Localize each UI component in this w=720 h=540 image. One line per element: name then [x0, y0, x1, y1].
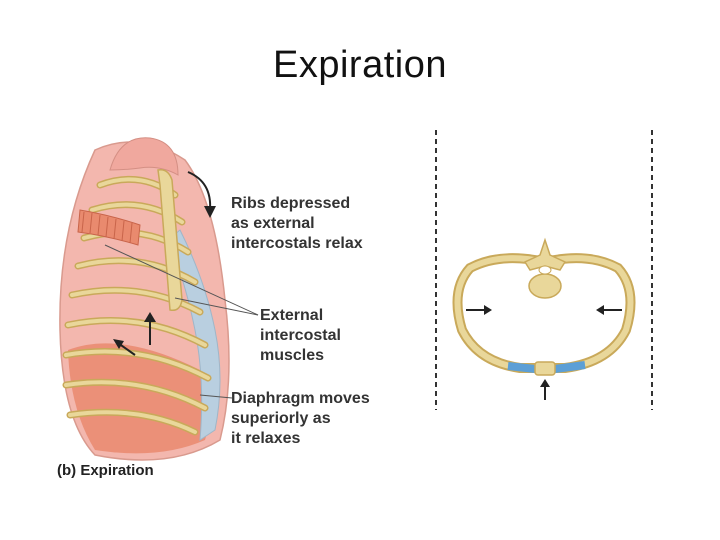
label-line: External [260, 307, 324, 324]
leader-line [174, 297, 259, 316]
label-line: as external [231, 215, 315, 232]
external-intercostal-muscle [77, 209, 141, 246]
sternum [157, 168, 183, 312]
rib-cage-figure [59, 137, 230, 461]
leader-lines [104, 244, 259, 399]
label-line: Diaphragm moves [231, 390, 370, 407]
arrow-head [204, 206, 216, 218]
label-ribs-depressed: Ribs depressed as external intercostals … [231, 194, 363, 254]
cross-section-figure [435, 130, 653, 410]
arrow-head [144, 312, 156, 322]
sternum-section [534, 361, 556, 376]
rib [68, 410, 197, 434]
label-line: Ribs depressed [231, 195, 351, 212]
vertebra [523, 237, 567, 299]
slide-title: Expiration [273, 44, 447, 86]
label-diaphragm: Diaphragm moves superiorly as it relaxes [231, 389, 370, 449]
rib-depression-arrow [187, 171, 212, 211]
label-line: intercostals relax [231, 235, 363, 252]
leader-line [199, 394, 233, 399]
leader-line [104, 244, 259, 316]
label-line: superiorly as [231, 410, 331, 427]
label-line: intercostal [260, 327, 341, 344]
label-line: it relaxes [231, 430, 301, 447]
label-external-intercostal: External intercostal muscles [260, 306, 341, 366]
costal-cartilage-left [507, 362, 536, 373]
costal-cartilage [167, 229, 221, 441]
label-line: muscles [260, 347, 325, 364]
figure-caption: (b) Expiration [57, 462, 154, 479]
arrow-head [113, 339, 124, 349]
costal-cartilage-right [554, 361, 586, 373]
lung-apex [109, 137, 179, 176]
